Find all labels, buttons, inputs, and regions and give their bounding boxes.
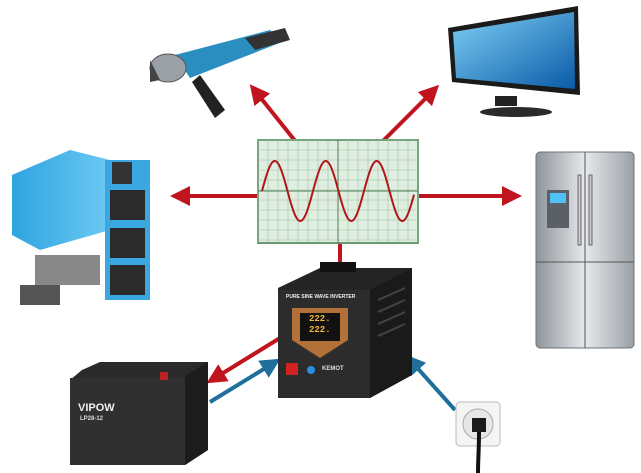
inverter-display-top: 222.	[309, 314, 331, 324]
arrow-to-tv	[380, 84, 440, 144]
wall-socket	[455, 401, 501, 473]
angle-grinder	[149, 28, 290, 118]
boiler	[12, 150, 150, 305]
inverter-display-bottom: 222.	[309, 325, 331, 335]
output-arrows	[170, 84, 522, 384]
arrow-from-socket	[405, 354, 457, 412]
television	[448, 6, 580, 117]
sine-wave-scope	[257, 139, 419, 244]
refrigerator	[535, 151, 635, 349]
arrow-to-grinder	[249, 84, 298, 144]
inverter	[278, 262, 412, 398]
inverter-title: PURE SINE WAVE INVERTER	[286, 294, 356, 300]
arrow-from-battery	[208, 358, 281, 404]
inverter-brand: KEMOT	[322, 366, 344, 372]
battery-model: LP28-12	[80, 416, 104, 422]
battery	[70, 362, 208, 465]
arrow-to-battery	[206, 336, 282, 384]
input-arrows	[208, 354, 457, 412]
battery-brand: VIPOW	[78, 402, 115, 414]
sine-wave	[261, 159, 415, 223]
